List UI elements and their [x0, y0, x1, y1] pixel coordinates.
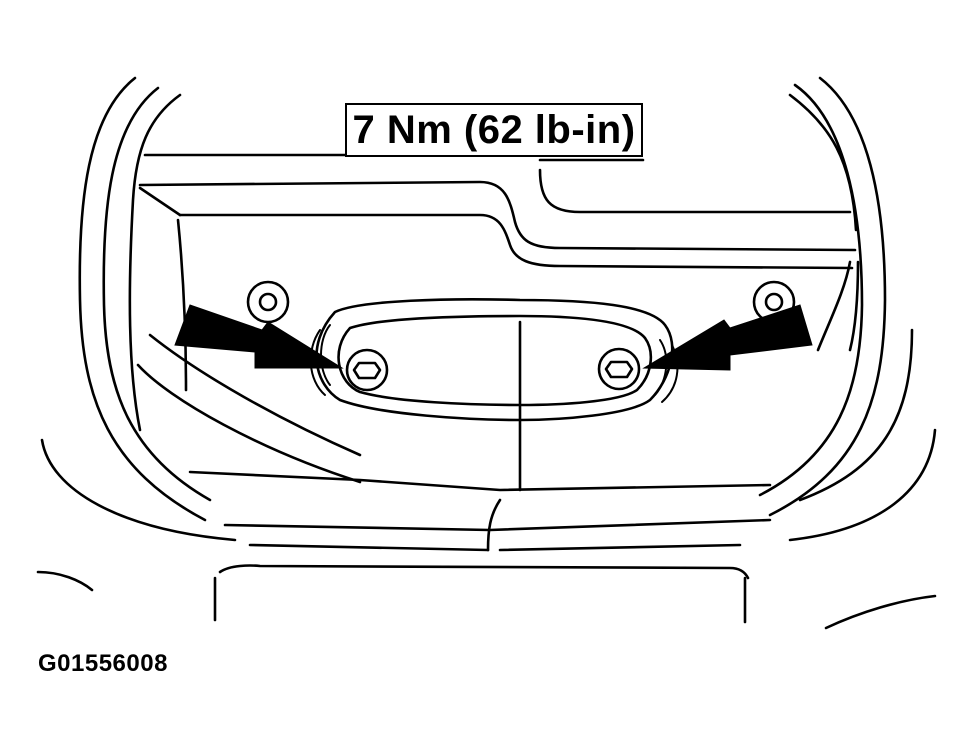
cover-outline: [138, 153, 860, 392]
left-bolt: [345, 348, 389, 392]
figure-id: G01556008: [38, 650, 168, 677]
torque-spec-label: 7 Nm (62 lb-in): [345, 103, 643, 157]
bottom-bar: [36, 564, 937, 630]
left-outer-contours: [40, 76, 237, 542]
right-bolt: [597, 347, 641, 391]
right-arrow-icon: [642, 304, 813, 371]
bolt-plate: [309, 298, 679, 422]
right-outer-contours: [758, 76, 937, 542]
lower-body: [136, 320, 772, 552]
left-arrow-icon: [174, 304, 344, 369]
left-mounting-hole: [246, 280, 290, 324]
